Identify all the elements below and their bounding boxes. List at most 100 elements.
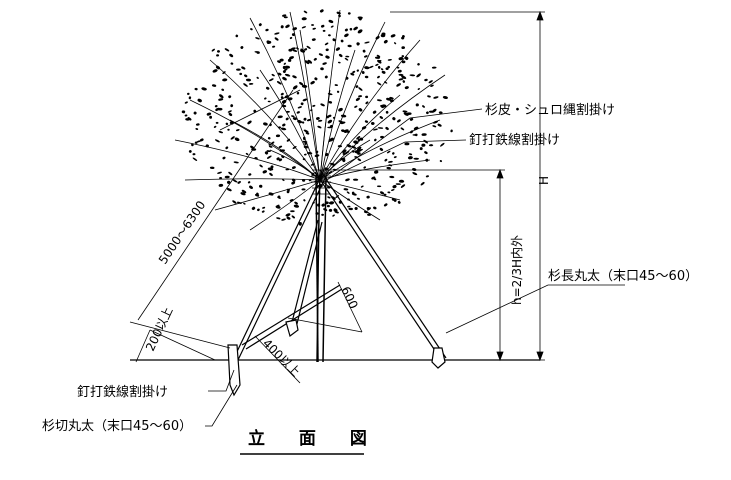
- leaf-mark: [328, 208, 333, 212]
- leaf-mark: [227, 128, 230, 131]
- leaf-mark: [315, 184, 320, 189]
- leaf-mark: [285, 213, 291, 217]
- leaf-mark: [192, 157, 198, 161]
- leaf-mark: [384, 81, 388, 84]
- leaf-mark: [211, 84, 217, 87]
- leaf-mark: [293, 204, 300, 208]
- leaf-mark: [401, 46, 405, 50]
- leaf-mark: [301, 26, 306, 29]
- leaf-mark: [235, 34, 239, 38]
- leaf-mark: [243, 202, 246, 205]
- dimension-600-label: 600: [338, 284, 360, 311]
- leaf-mark: [396, 66, 400, 69]
- leaf-mark: [345, 55, 350, 58]
- leaf-mark: [386, 150, 391, 154]
- leaf-mark: [416, 73, 421, 78]
- leaf-mark: [219, 94, 224, 99]
- leaf-mark: [364, 120, 369, 123]
- leaf-mark: [279, 58, 284, 62]
- leaf-mark: [380, 68, 384, 71]
- leaf-mark: [373, 206, 377, 210]
- leaf-mark: [296, 47, 299, 50]
- leaf-mark: [402, 110, 408, 113]
- leaf-mark: [255, 193, 260, 197]
- leaf-mark: [313, 57, 317, 61]
- leaf-mark: [417, 88, 420, 90]
- leaf-mark: [351, 193, 357, 196]
- leaf-mark: [275, 205, 281, 209]
- leaf-mark: [230, 104, 234, 108]
- leaf-mark: [344, 28, 348, 32]
- leaf-mark: [401, 36, 405, 40]
- leaf-mark: [345, 76, 349, 80]
- leaf-mark: [347, 198, 350, 201]
- leaf-mark: [387, 59, 392, 61]
- leaf-mark: [346, 144, 352, 148]
- leaf-mark: [276, 217, 281, 220]
- leaf-mark: [340, 114, 347, 118]
- leaf-mark: [328, 101, 333, 104]
- leaf-mark: [249, 185, 253, 189]
- leaf-mark: [388, 164, 393, 167]
- leaf-mark: [328, 19, 334, 24]
- leaf-mark: [255, 37, 260, 40]
- leaf-mark: [268, 78, 274, 82]
- leaf-mark: [206, 112, 212, 116]
- leaf-mark: [302, 158, 306, 161]
- leaf-mark: [361, 71, 365, 74]
- leaf-mark: [320, 103, 325, 107]
- leaf-mark: [301, 188, 306, 191]
- leaf-mark: [421, 143, 426, 147]
- leaf-mark: [228, 171, 233, 176]
- leaf-mark: [304, 60, 310, 65]
- leaf-mark: [430, 84, 434, 87]
- leaf-mark: [215, 107, 220, 111]
- leaf-mark: [237, 181, 241, 184]
- leaf-mark: [439, 160, 443, 163]
- leader-lines: [205, 108, 625, 427]
- leaf-mark: [340, 39, 344, 43]
- leaf-mark: [412, 172, 418, 176]
- leaf-mark: [240, 46, 244, 49]
- leaf-mark: [303, 117, 307, 121]
- leaf-mark: [291, 47, 296, 50]
- leaf-mark: [288, 56, 295, 60]
- leaf-mark: [381, 104, 387, 108]
- leaf-mark: [277, 196, 281, 199]
- leaf-mark: [259, 184, 263, 188]
- leaf-mark: [197, 98, 202, 103]
- leaf-mark: [287, 97, 293, 101]
- leaf-mark: [375, 35, 380, 40]
- leaf-mark: [392, 117, 396, 121]
- leaf-mark: [383, 193, 387, 196]
- leaf-mark: [301, 84, 308, 88]
- leaf-mark: [310, 163, 315, 166]
- leaf-mark: [425, 175, 429, 178]
- leaf-mark: [351, 145, 356, 149]
- leaf-mark: [205, 144, 209, 148]
- leaf-mark: [364, 66, 370, 70]
- leaf-mark: [337, 61, 341, 64]
- leaf-mark: [188, 96, 192, 100]
- leaf-mark: [380, 191, 385, 195]
- leaf-mark: [282, 76, 287, 81]
- leaf-mark: [376, 54, 381, 58]
- leaf-mark: [383, 39, 388, 44]
- leaf-mark: [406, 143, 410, 145]
- leaf-mark: [256, 51, 260, 54]
- leaf-mark: [222, 78, 228, 82]
- leaf-mark: [296, 111, 300, 114]
- leaf-mark: [216, 54, 220, 57]
- leaf-mark: [429, 110, 434, 113]
- leaf-mark: [344, 57, 349, 61]
- leaf-mark: [355, 85, 359, 88]
- leaf-mark: [350, 72, 355, 76]
- leaf-mark: [342, 149, 347, 154]
- leaf-mark: [431, 66, 437, 69]
- leaf-mark: [282, 178, 285, 182]
- leaf-mark: [258, 23, 262, 27]
- leaf-mark: [373, 128, 378, 131]
- leaf-mark: [266, 40, 270, 43]
- leaf-mark: [302, 178, 306, 182]
- leaf-mark: [358, 87, 363, 91]
